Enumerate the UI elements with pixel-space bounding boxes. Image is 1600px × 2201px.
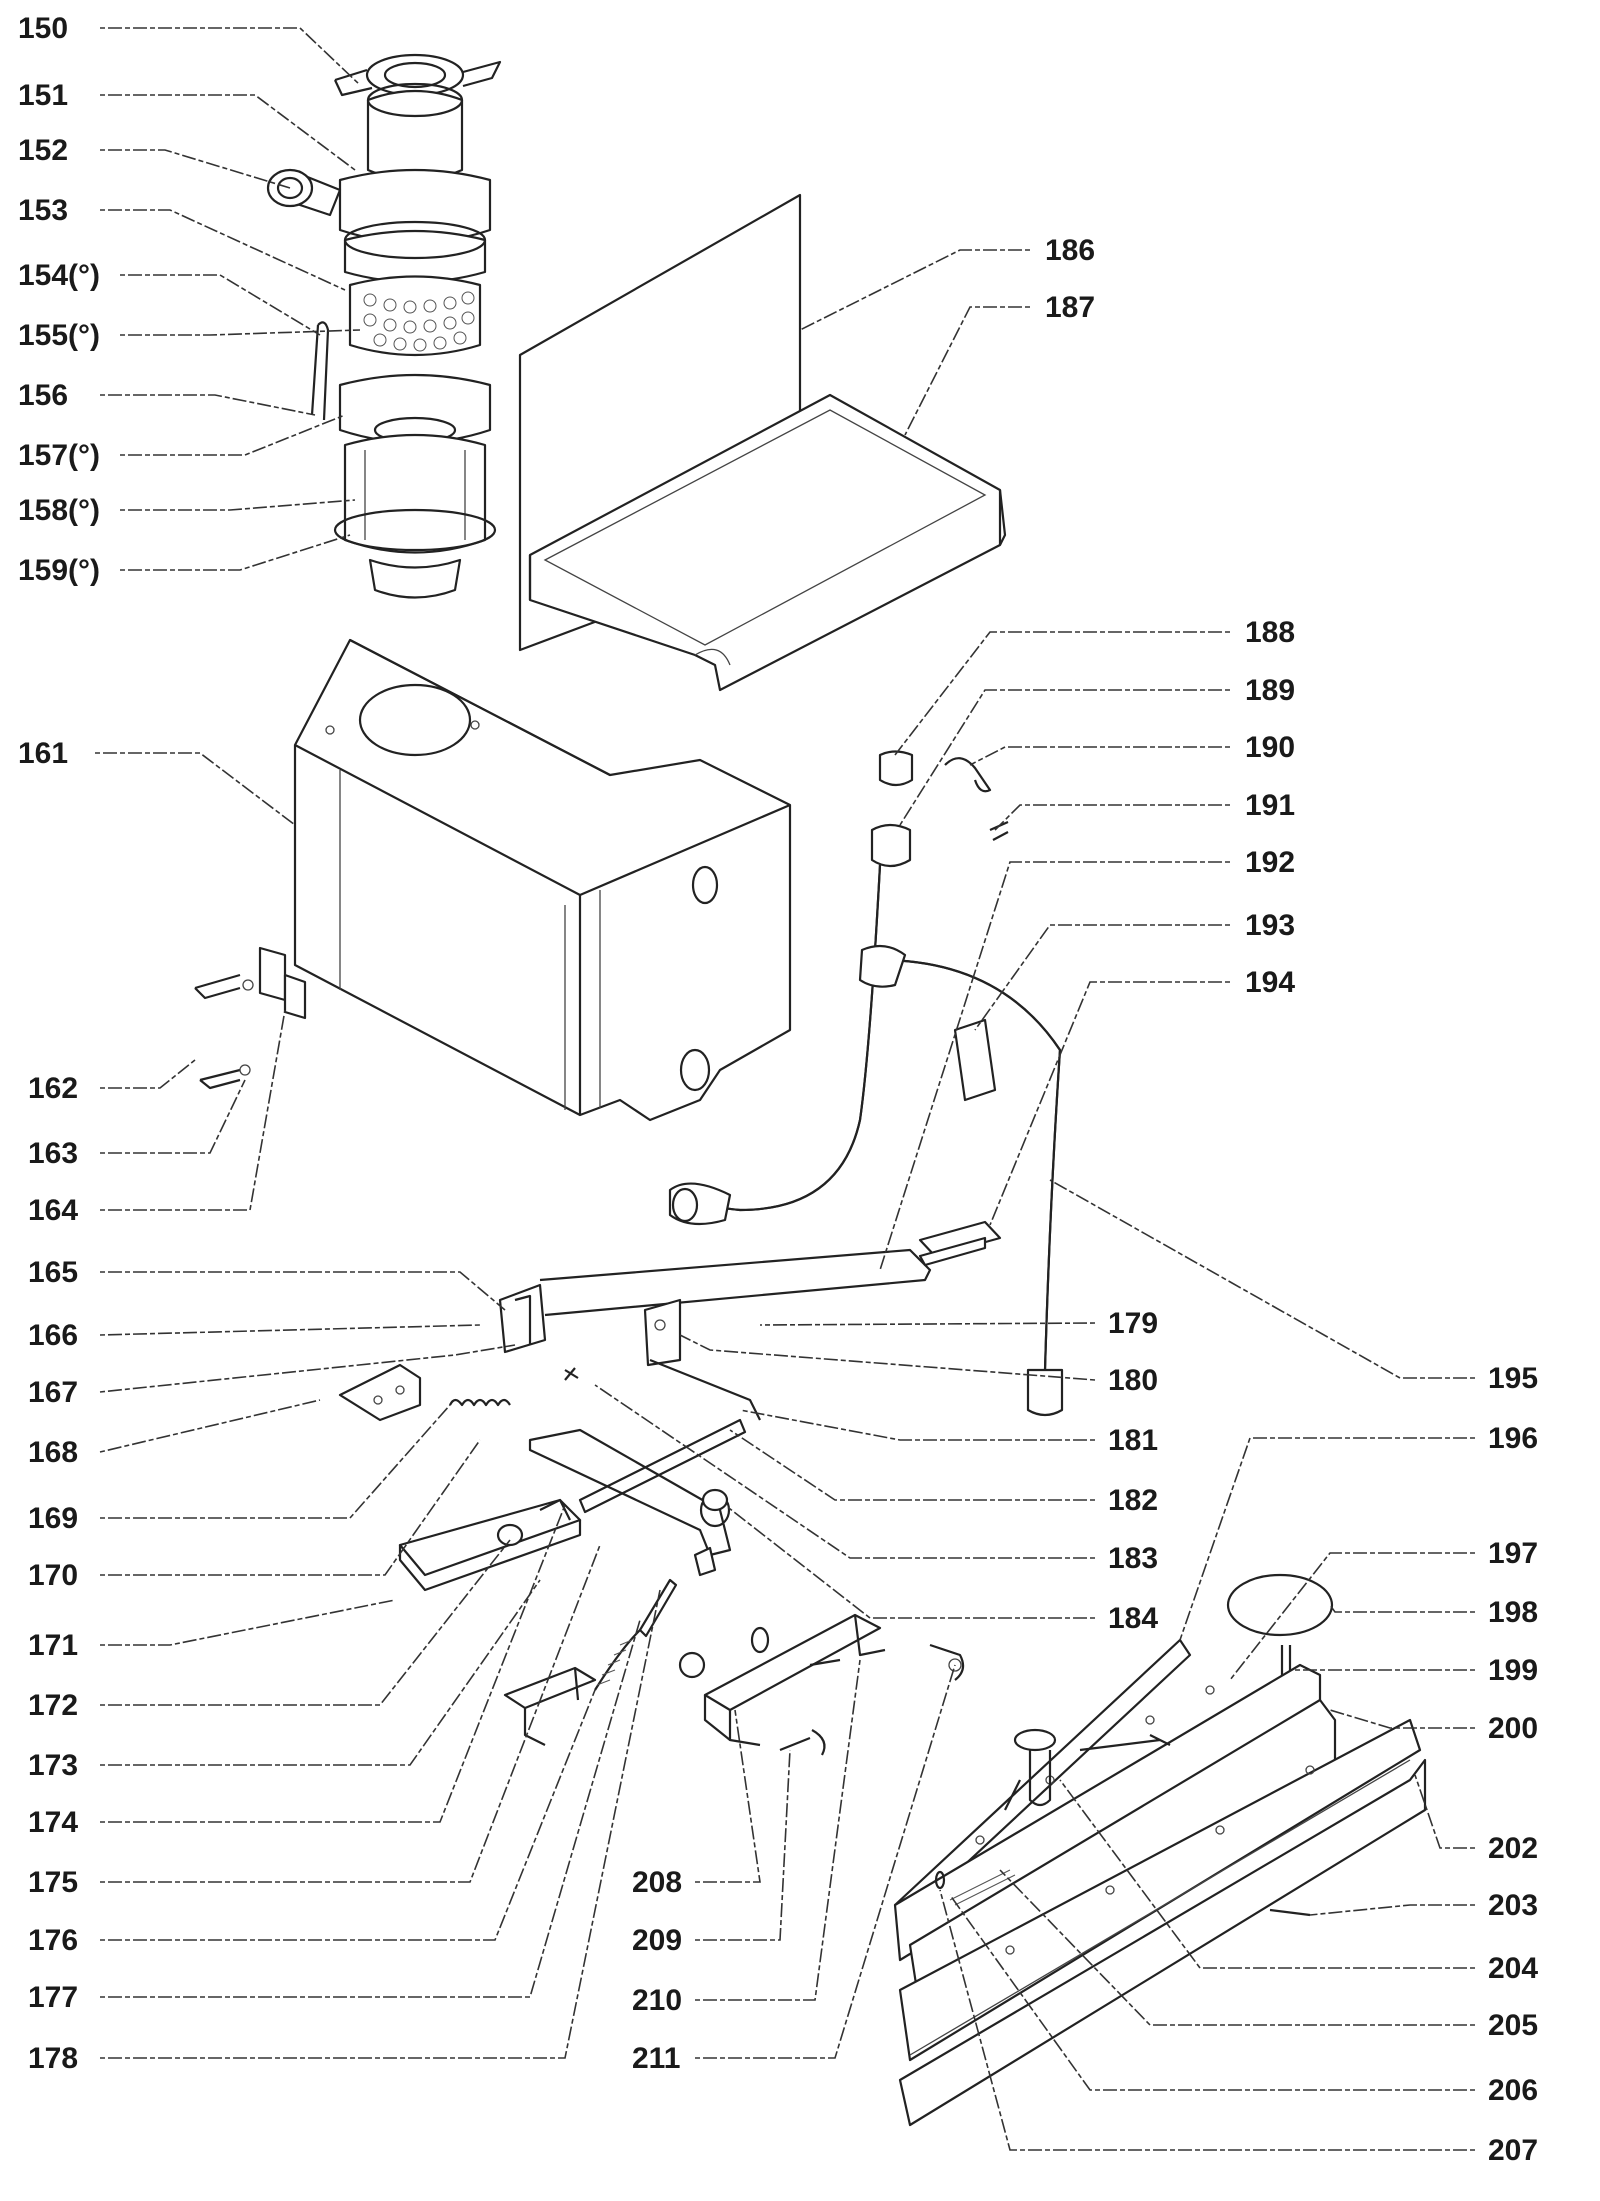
callout-199: 199 [1488, 1654, 1538, 1687]
callout-152: 152 [18, 134, 68, 167]
callout-186: 186 [1045, 234, 1095, 267]
callout-179: 179 [1108, 1307, 1158, 1340]
callout-169: 169 [28, 1502, 78, 1535]
callout-167: 167 [28, 1376, 78, 1409]
callout-208: 208 [632, 1866, 682, 1899]
callout-207: 207 [1488, 2134, 1538, 2167]
callout-175: 175 [28, 1866, 78, 1899]
callout-161: 161 [18, 737, 68, 770]
callout-180: 180 [1108, 1364, 1158, 1397]
part-drawings [194, 53, 1427, 2127]
hose-assembly [668, 750, 1064, 1417]
callout-181: 181 [1108, 1424, 1158, 1457]
tank-lid [518, 193, 1007, 692]
callout-163: 163 [28, 1137, 78, 1170]
callout-184: 184 [1108, 1602, 1158, 1635]
callout-191: 191 [1245, 789, 1295, 822]
callout-170: 170 [28, 1559, 78, 1592]
callout-195: 195 [1488, 1362, 1538, 1395]
squeegee-assembly [893, 1573, 1427, 2127]
callout-172: 172 [28, 1689, 78, 1722]
callout-203: 203 [1488, 1889, 1538, 1922]
callout-193: 193 [1245, 909, 1295, 942]
callout-162: 162 [28, 1072, 78, 1105]
callout-200: 200 [1488, 1712, 1538, 1745]
callout-187: 187 [1045, 291, 1095, 324]
squeegee-linkage [338, 1248, 965, 1756]
callout-153: 153 [18, 194, 68, 227]
callout-190: 190 [1245, 731, 1295, 764]
callout-154: 154(°) [18, 259, 100, 292]
callout-197: 197 [1488, 1537, 1538, 1570]
callout-206: 206 [1488, 2074, 1538, 2107]
callout-157: 157(°) [18, 439, 100, 472]
callout-164: 164 [28, 1194, 78, 1227]
callout-171: 171 [28, 1629, 78, 1662]
callout-194: 194 [1245, 966, 1295, 999]
callout-204: 204 [1488, 1952, 1538, 1985]
callout-189: 189 [1245, 674, 1295, 707]
leader-lines [95, 27, 1475, 2151]
callout-165: 165 [28, 1256, 78, 1289]
callout-156: 156 [18, 379, 68, 412]
callout-182: 182 [1108, 1484, 1158, 1517]
callout-177: 177 [28, 1981, 78, 2014]
tank-bracket [194, 946, 307, 1090]
callout-183: 183 [1108, 1542, 1158, 1575]
callout-173: 173 [28, 1749, 78, 1782]
callout-158: 158(°) [18, 494, 100, 527]
callout-188: 188 [1245, 616, 1295, 649]
callout-labels: 150 151 152 153 154(°) 155(°) 156 157(°)… [18, 12, 1538, 2167]
callout-202: 202 [1488, 1832, 1538, 1865]
callout-150: 150 [18, 12, 68, 45]
callout-210: 210 [632, 1984, 682, 2017]
callout-168: 168 [28, 1436, 78, 1469]
callout-209: 209 [632, 1924, 682, 1957]
callout-205: 205 [1488, 2009, 1538, 2042]
callout-166: 166 [28, 1319, 78, 1352]
callout-155: 155(°) [18, 319, 100, 352]
filter-assembly [266, 53, 502, 599]
callout-192: 192 [1245, 846, 1295, 879]
callout-211: 211 [632, 2042, 680, 2075]
callout-178: 178 [28, 2042, 78, 2075]
callout-198: 198 [1488, 1596, 1538, 1629]
callout-151: 151 [18, 79, 68, 112]
callout-196: 196 [1488, 1422, 1538, 1455]
callout-176: 176 [28, 1924, 78, 1957]
callout-174: 174 [28, 1806, 78, 1839]
water-tank [293, 638, 792, 1122]
callout-159: 159(°) [18, 554, 100, 587]
